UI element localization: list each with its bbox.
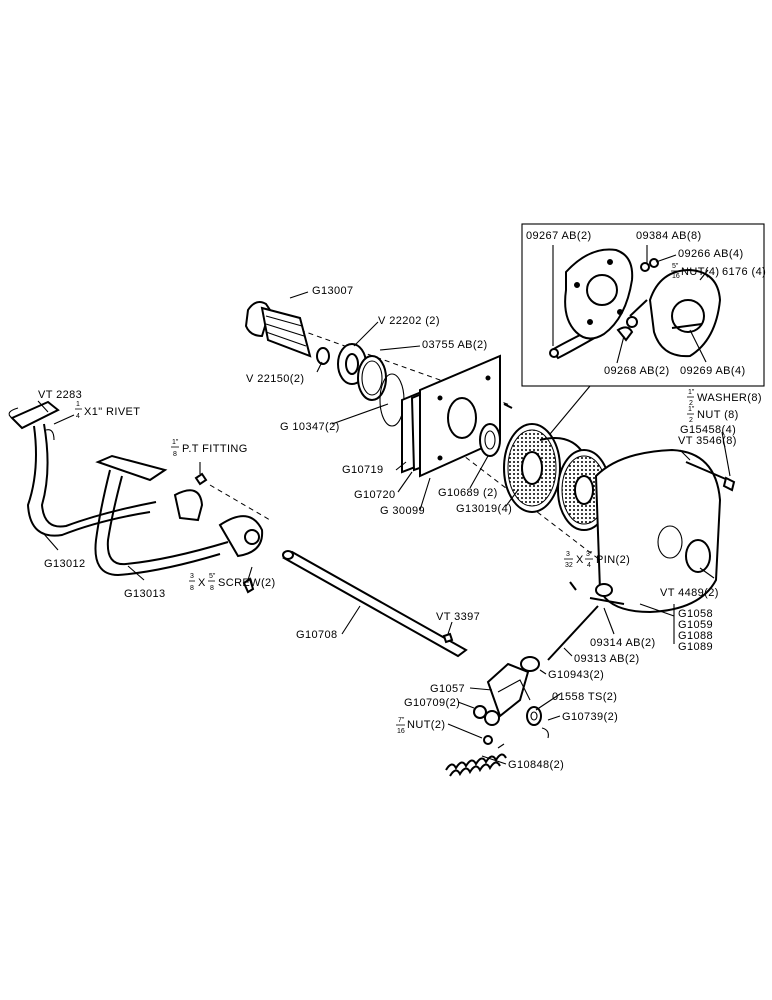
label-g1059: G1059 — [678, 619, 713, 631]
rod-09313-drawing — [547, 605, 599, 661]
label-nut4: NUT(4) — [681, 266, 719, 278]
label-g15458: G15458(4) — [680, 424, 736, 436]
gasket-g10347-drawing — [379, 373, 405, 427]
label-screw-b-num: 5" — [209, 573, 216, 580]
pedal-g13012-drawing — [10, 400, 157, 537]
label-pin-b-den: 4 — [587, 562, 591, 569]
label-washer: WASHER(8) — [697, 392, 762, 404]
label-03755: 03755 AB(2) — [422, 339, 488, 351]
label-nut4-num: 5" — [672, 263, 679, 270]
label-rivet-num: 1 — [76, 401, 80, 408]
label-g1088: G1088 — [678, 630, 713, 642]
label-pin: PIN(2) — [596, 554, 630, 566]
label-screw-x: X — [198, 577, 206, 589]
cross-shaft-g10708-drawing — [282, 550, 468, 658]
label-g10709: G10709(2) — [404, 697, 460, 709]
label-rivet-den: 4 — [76, 413, 80, 420]
label-washer-num: 1" — [688, 389, 695, 396]
label-09267: 09267 AB(2) — [526, 230, 592, 242]
label-g10708: G10708 — [296, 629, 338, 641]
label-nut8-den: 2 — [689, 417, 693, 424]
label-g10720: G10720 — [354, 489, 396, 501]
label-g1089: G1089 — [678, 641, 713, 653]
label-rivet: X1" RIVET — [84, 406, 140, 418]
label-nut8: NUT (8) — [697, 409, 739, 421]
label-v22202: V 22202 (2) — [378, 315, 440, 327]
nut-g10943-drawing — [520, 656, 540, 672]
label-screw-b-den: 8 — [210, 585, 214, 592]
case-g1058-drawing — [594, 448, 722, 614]
label-nut2-num: 7" — [398, 717, 405, 724]
label-nut8-num: 1" — [688, 406, 695, 413]
label-g30099: G 30099 — [380, 505, 425, 517]
label-vt3397: VT 3397 — [436, 611, 480, 623]
label-g10943: G10943(2) — [548, 669, 604, 681]
label-6176: 6176 (4) — [722, 266, 766, 278]
label-09266: 09266 AB(4) — [678, 248, 744, 260]
inset-plate-drawing — [564, 248, 634, 340]
label-nut2: NUT(2) — [407, 719, 445, 731]
label-g13019: G13019(4) — [456, 503, 512, 515]
label-vt4489: VT 4489(2) — [660, 587, 719, 599]
label-screw-a-den: 8 — [190, 585, 194, 592]
label-screw: SCREW(2) — [218, 577, 276, 589]
label-g13013: G13013 — [124, 588, 166, 600]
label-g10848: G10848(2) — [508, 759, 564, 771]
label-vt3546: VT 3546(8) — [678, 435, 737, 447]
label-09269: 09269 AB(4) — [680, 365, 746, 377]
label-g10719: G10719 — [342, 464, 384, 476]
pedal-g13013-drawing — [94, 454, 264, 577]
label-g13007: G13007 — [312, 285, 354, 297]
detail-inset — [521, 223, 765, 441]
label-screw-a-num: 3 — [190, 573, 194, 580]
label-g1058: G1058 — [678, 608, 713, 620]
race-03755-drawing — [357, 355, 387, 401]
label-01558: 01558 TS(2) — [552, 691, 617, 703]
label-washer-den: 2 — [689, 400, 693, 407]
label-09314: 09314 AB(2) — [590, 637, 656, 649]
label-pin-a-den: 32 — [565, 562, 573, 569]
seal-g10689-drawing — [479, 423, 501, 457]
label-nut4-den: 16 — [672, 273, 680, 280]
label-09384: 09384 AB(8) — [636, 230, 702, 242]
inset-cover-drawing — [648, 268, 722, 358]
label-nut2-den: 16 — [397, 728, 405, 735]
label-09268: 09268 AB(2) — [604, 365, 670, 377]
bushing-g10709-drawing — [473, 705, 487, 719]
label-g10347: G 10347(2) — [280, 421, 340, 433]
label-vt2283: VT 2283 — [38, 389, 82, 401]
label-fitting-num: 1" — [172, 439, 179, 446]
label-pin-x: X — [576, 554, 584, 566]
label-g10689: G10689 (2) — [438, 487, 498, 499]
label-fitting-den: 8 — [173, 451, 177, 458]
label-09313: 09313 AB(2) — [574, 653, 640, 665]
label-g10739: G10739(2) — [562, 711, 618, 723]
spring-g10848-drawing — [445, 743, 507, 777]
label-pin-b-num: 3" — [586, 551, 593, 558]
label-fitting: P.T FITTING — [182, 443, 248, 455]
plug-vt4489-drawing — [685, 539, 711, 573]
nut-7-16-drawing — [483, 735, 493, 745]
label-v22150: V 22150(2) — [246, 373, 304, 385]
bearing-v22150-drawing — [316, 347, 330, 365]
shaft-g13007-drawing — [244, 291, 312, 358]
label-pin-a-num: 3 — [566, 551, 570, 558]
label-g1057: G1057 — [430, 683, 465, 695]
inset-frame — [521, 223, 765, 387]
lever-g1057-drawing — [484, 662, 531, 726]
disc-g13019-drawing — [503, 423, 611, 531]
label-g13012: G13012 — [44, 558, 86, 570]
